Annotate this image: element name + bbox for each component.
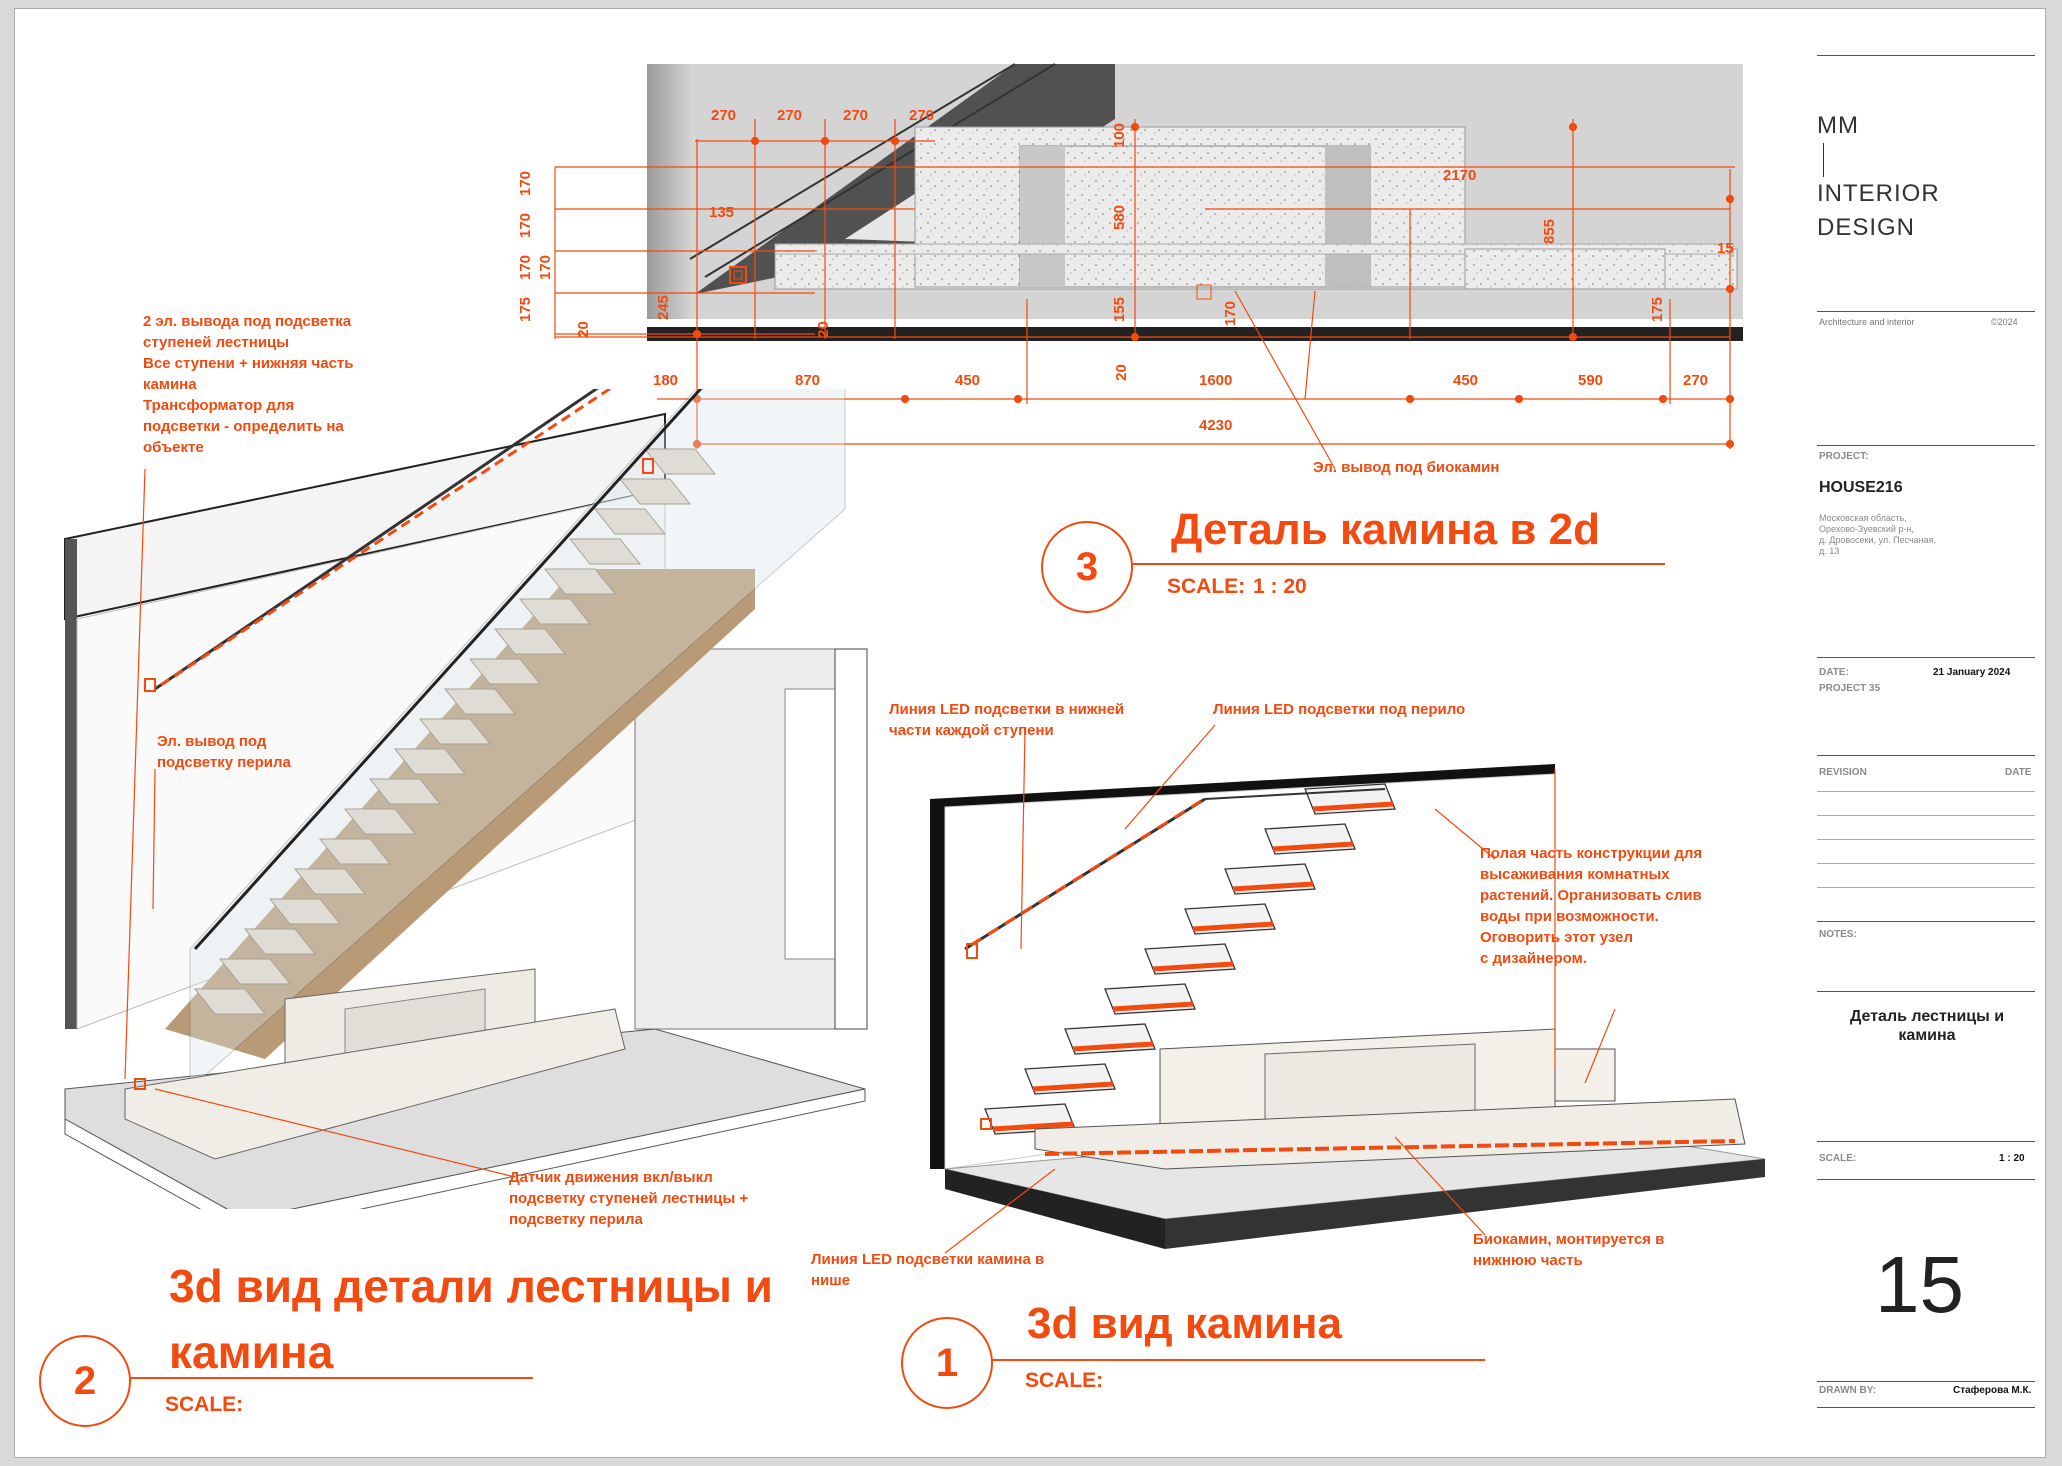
dim-step-2: 270: [777, 107, 803, 124]
drawing-sheet: 270 270 270 270 170 170 170 170 175 135 …: [14, 8, 2046, 1458]
tb-sheet-number: 15: [1875, 1240, 1964, 1329]
view-2-scale-label: SCALE:: [165, 1393, 244, 1416]
view-2-leaders: [124, 468, 516, 1178]
dim-bottom-270: 270: [1683, 372, 1709, 389]
tb-scale-value: 1 : 20: [1999, 1153, 2025, 1164]
tb-project-name: HOUSE216: [1819, 479, 1903, 496]
tb-project-label: PROJECT:: [1819, 451, 1869, 462]
dim-bottom-590: 590: [1578, 372, 1604, 389]
view-3-scale-value: 1 : 20: [1253, 575, 1307, 598]
tb-date-label: DATE:: [1819, 667, 1849, 678]
view-3-title: Деталь камина в 2d: [1171, 505, 1600, 554]
tb-revision-label: REVISION: [1819, 767, 1867, 778]
dim-135: 135: [709, 204, 735, 221]
view-2-title: 3d вид детали лестницы и камина: [169, 1260, 773, 1378]
tb-scale-label: SCALE:: [1819, 1153, 1857, 1164]
logo: MM INTERIOR DESIGN: [1817, 112, 1940, 241]
view-1-title: 3d вид камина: [1027, 1299, 1342, 1348]
dim-bottom-450a: 450: [955, 372, 981, 389]
tb-address: Московская область,Орехово-Зуевский р-н,…: [1819, 513, 1936, 556]
tb-project-no: PROJECT 35: [1819, 683, 1881, 694]
tb-notes-label: NOTES:: [1819, 929, 1857, 940]
note-handrail-led: Линия LED подсветки под перило: [1213, 701, 1466, 718]
note-biofireplace-outlet: Эл. вывод под биокамин: [1313, 459, 1500, 476]
view-1-scale-label: SCALE:: [1025, 1369, 1104, 1392]
dim-step-4: 270: [909, 107, 935, 124]
tb-subtitle: Architecture and interior: [1819, 317, 1915, 327]
dim-15: 15: [1717, 240, 1734, 257]
dim-bottom-870: 870: [795, 372, 821, 389]
fireplace-3d-view: [930, 764, 1766, 1249]
tb-drawn-by-value: Стаферова М.К.: [1953, 1385, 2032, 1396]
view-2-number: 2: [39, 1335, 131, 1427]
view-3-number: 3: [1041, 521, 1133, 613]
fireplace-2d-elevation: [554, 63, 1743, 470]
view-3-scale-label: SCALE:: [1167, 575, 1246, 598]
tb-sheet-title: Деталь лестницы и камина: [1849, 1008, 2005, 1044]
dim-bottom-180: 180: [653, 372, 679, 389]
dim-step-1: 270: [711, 107, 737, 124]
view-1-number: 1: [901, 1317, 993, 1409]
stair-3d-axonometric: [64, 389, 868, 1209]
dim-2170: 2170: [1443, 167, 1477, 184]
dim-bottom-1600: 1600: [1199, 372, 1233, 389]
tb-date-value: 21 January 2024: [1933, 667, 2011, 678]
dim-total: 4230: [1199, 417, 1233, 434]
dim-step-3: 270: [843, 107, 869, 124]
tb-drawn-by-label: DRAWN BY:: [1819, 1385, 1877, 1396]
tb-copyright: ©2024: [1991, 317, 2018, 327]
tb-revision-date-label: DATE: [2005, 767, 2032, 778]
dim-bottom-450b: 450: [1453, 372, 1479, 389]
view-1-leaders: [944, 724, 1616, 1254]
